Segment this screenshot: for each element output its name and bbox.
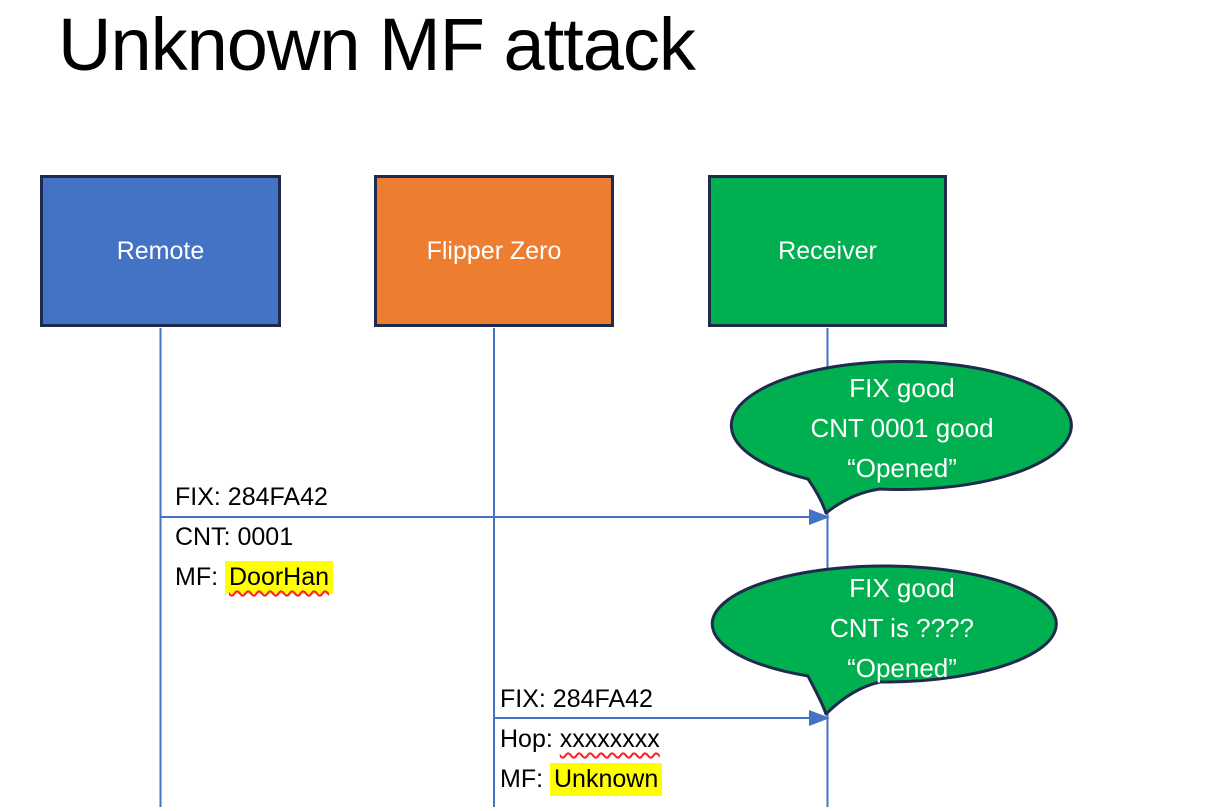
speech-bubble-1-shape [729,360,1073,515]
arrowhead-remote-to-receiver [809,509,830,525]
squiggle-hop-value: xxxxxxxx [559,725,660,753]
actor-label-flipper-zero: Flipper Zero [426,236,562,265]
actor-label-remote: Remote [116,236,205,265]
highlighted-doorhan: DoorHan [225,561,334,594]
highlighted-unknown: Unknown [550,763,663,796]
speech-bubble-1-text: FIX good CNT 0001 good “Opened” [810,373,994,483]
speech-bubble-2-text: FIX good CNT is ???? “Opened” [829,573,975,683]
actor-box-remote: Remote [40,175,281,327]
speech-bubble-2-shape [710,564,1058,716]
message-line-mf: MF: Unknown [500,759,663,799]
actor-box-receiver: Receiver [708,175,947,327]
actor-box-flipper-zero: Flipper Zero [374,175,614,327]
message-line-fix: FIX: 284FA42 [500,685,653,713]
arrowhead-flipper-to-receiver [809,710,830,726]
message-label-flipper-to-receiver: FIX: 284FA42 Hop: xxxxxxxx MF: Unknown [500,679,663,799]
message-label-remote-to-receiver: FIX: 284FA42 CNT: 0001 MF: DoorHan [175,477,334,597]
message-line-fix: FIX: 284FA42 [175,483,328,511]
message-line-mf: MF: DoorHan [175,557,334,597]
message-line-hop: Hop: xxxxxxxx [500,725,660,753]
actor-label-receiver: Receiver [778,236,877,265]
page-title: Unknown MF attack [58,3,696,86]
message-line-cnt: CNT: 0001 [175,523,294,551]
